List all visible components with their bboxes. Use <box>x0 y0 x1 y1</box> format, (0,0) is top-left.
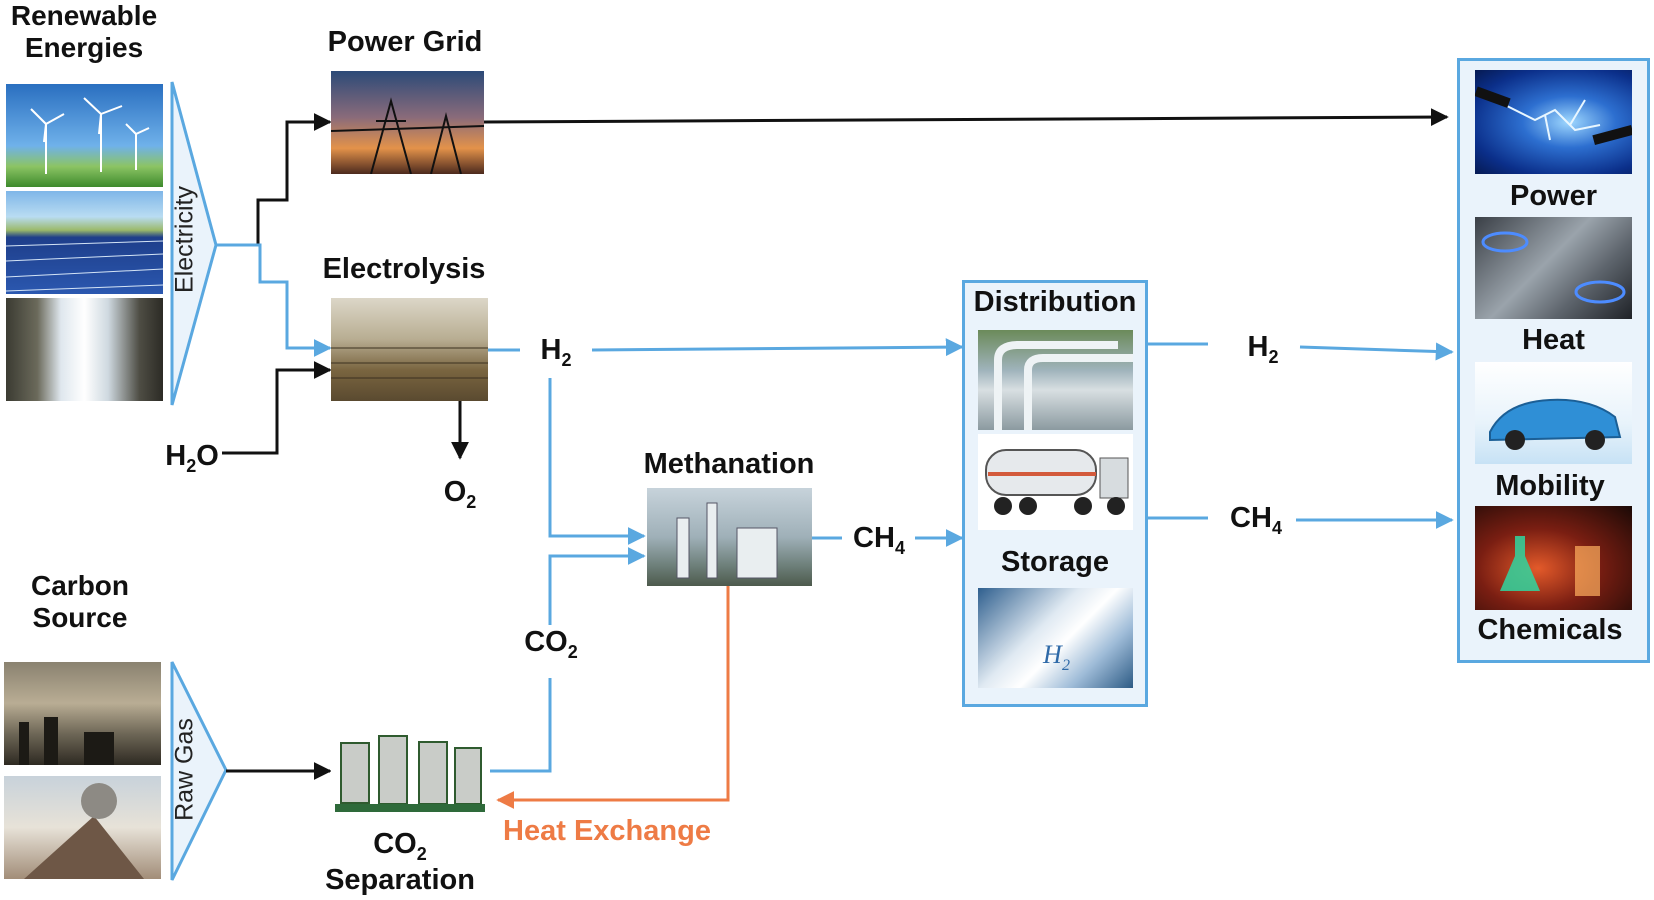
h2o-to-electrolysis-arrow <box>222 361 332 455</box>
h2-subscript: 2 <box>561 349 572 370</box>
co2-text: CO <box>524 626 568 658</box>
power-plant-smoke-photo <box>4 662 161 765</box>
raw-gas-label: Raw Gas <box>170 718 199 821</box>
electrolysis-title: Electrolysis <box>322 253 486 285</box>
o2-text: O <box>443 476 467 508</box>
ch4-out-subscript: 4 <box>1271 517 1282 538</box>
electricity-triangle <box>170 81 218 406</box>
wind-turbines-photo <box>6 84 163 187</box>
power-grid-title: Power Grid <box>327 26 483 58</box>
co2-sep-subscript: 2 <box>416 843 427 864</box>
electricity-label: Electricity <box>170 186 199 293</box>
storage-title: Storage <box>1001 546 1109 578</box>
h2o-text: H <box>165 440 187 472</box>
separation-to-co2-line <box>490 678 552 773</box>
separation-text: Separation <box>325 864 475 897</box>
pipeline-photo <box>978 330 1133 430</box>
h2-to-methanation-arrow <box>548 378 646 545</box>
heat-output-title: Heat <box>1522 324 1585 356</box>
h2-text: H <box>540 334 562 366</box>
hydro-dam-photo <box>6 298 163 401</box>
solar-farm-photo <box>6 191 163 294</box>
mobility-output-title: Mobility <box>1495 470 1605 502</box>
heat-exchange-label: Heat Exchange <box>503 815 711 847</box>
h2-to-distribution-arrow <box>591 338 964 357</box>
electricity-to-grid-arrow <box>216 113 332 247</box>
ch4-text: CH <box>853 522 895 554</box>
methanation-plant-photo <box>647 488 812 586</box>
grid-to-power-arrow <box>483 108 1449 127</box>
heat-exchange-arrow <box>496 586 730 809</box>
ch4-subscript: 4 <box>894 537 905 558</box>
renewable-energies-title: Renewable Energies <box>10 0 158 64</box>
h2-output-label: H2 <box>1230 331 1296 367</box>
h2-label: H2 <box>520 334 592 370</box>
ch4-output-label: CH4 <box>1216 502 1296 538</box>
gas-burner-photo <box>1475 217 1632 319</box>
co2-separation-unit-photo <box>331 728 488 816</box>
co2-sep-text: CO <box>373 828 417 860</box>
chemicals-output-title: Chemicals <box>1477 614 1623 646</box>
h2o-label: H2O <box>156 440 228 476</box>
electric-spark-photo <box>1475 70 1632 174</box>
distribution-title: Distribution <box>973 286 1137 318</box>
ch4-out-text: CH <box>1230 502 1272 534</box>
electricity-to-electrolysis-arrow <box>216 243 332 357</box>
h2o-subscript: 2 <box>186 455 197 476</box>
svg-text:H: H <box>1042 640 1063 669</box>
methanation-title: Methanation <box>643 448 815 480</box>
chemical-flasks-photo <box>1475 506 1632 610</box>
co2-separation-title: CO2 Separation <box>300 828 500 898</box>
fuel-cell-car-photo <box>1475 362 1632 464</box>
raw-gas-triangle <box>170 661 228 881</box>
electrolysis-plant-photo <box>331 298 488 401</box>
tanker-truck-photo <box>978 434 1133 530</box>
volcano-photo <box>4 776 161 879</box>
h2o-tail: O <box>196 440 219 472</box>
h2-out-text: H <box>1247 331 1269 363</box>
svg-text:2: 2 <box>1062 657 1070 674</box>
co2-to-methanation-arrow <box>548 547 646 625</box>
co2-subscript: 2 <box>567 641 578 662</box>
carbon-source-title: Carbon Source <box>31 570 129 634</box>
h2-out-subscript: 2 <box>1268 346 1279 367</box>
h2-to-outputs-arrow <box>1299 342 1454 361</box>
power-output-title: Power <box>1509 180 1598 212</box>
ch4-label: CH4 <box>842 522 916 558</box>
co2-label: CO2 <box>516 626 586 662</box>
power-grid-photo <box>331 71 484 174</box>
o2-subscript: 2 <box>466 491 477 512</box>
o2-label: O2 <box>434 476 486 512</box>
